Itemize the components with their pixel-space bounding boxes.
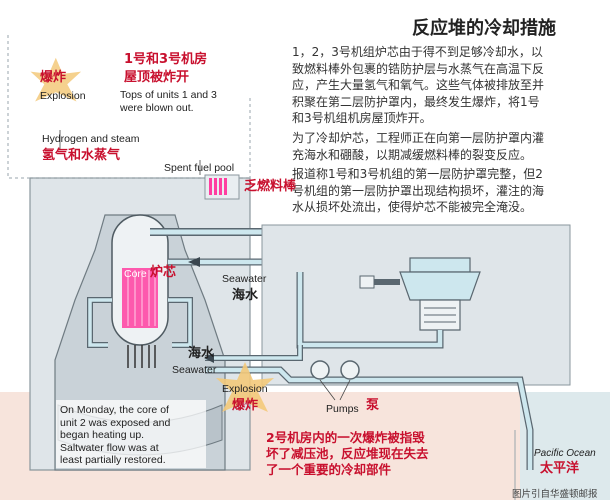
paragraph-1-line-1: 1，2，3号机组炉芯由于得不到足够冷却水，以 (292, 45, 543, 59)
paragraph-3-line-1: 报道称1号和3号机组的第一层防护罩完整，但2 (292, 167, 543, 181)
pacific-label-cn: 太平洋 (540, 461, 580, 476)
page-title: 反应堆的冷却措施 (412, 18, 556, 39)
spent-fuel-rods (209, 178, 227, 195)
recirc-loop-right (168, 298, 192, 347)
seawater-left-label-cn: 海水 (188, 346, 215, 361)
generator (359, 275, 375, 289)
pumps-label-en: Pumps (326, 403, 359, 415)
unit2-caption-line-2: 坏了减压池，反应堆现在失去 (266, 446, 429, 461)
monday-note-line-4: Saltwater flow was at (60, 441, 159, 454)
paragraph-1-line-4: 积聚在第二层防护罩内，最终发生爆炸，将1号 (292, 94, 540, 109)
image-credit: 图片引自华盛顿邮报 (512, 489, 598, 500)
pump-leader-2 (339, 379, 351, 401)
unit2-caption: 2号机房内的一次爆炸被指毁 坏了减压池，反应堆现在失去 了一个重要的冷却部件 (266, 430, 429, 478)
turbine (399, 271, 481, 301)
seawater-feed-arrow (204, 353, 214, 363)
hydrogen-label-cn: 氢气和水蒸气 (42, 148, 121, 163)
explosion-star-top (30, 57, 82, 102)
paragraph-3-line-3: 水从损坏处流出，使得炉芯不能被完全淹没。 (292, 200, 533, 214)
ocean-area (520, 392, 610, 500)
explosion-star-mid (216, 362, 274, 412)
roof-label-cn-2: 屋顶被炸开 (124, 70, 190, 85)
paragraph-1-line-2: 致燃料棒外包裹的锆防护层与水蒸气在高温下反 (292, 61, 545, 76)
paragraph-1: 1，2，3号机组炉芯由于得不到足够冷却水，以 致燃料棒外包裹的锆防护层与水蒸气在… (292, 44, 544, 127)
seawater-feed (205, 345, 302, 360)
explosion-top-label-cn: 爆炸 (40, 70, 67, 85)
turbine-housing (409, 257, 471, 273)
pumps-label-cn: 泵 (366, 398, 380, 413)
control-rod-drives (127, 345, 156, 368)
paragraph-2: 为了冷却炉芯，工程师正在向第一层防护罩内灌 充海水和硼酸，以期减缓燃料棒的裂变反… (292, 130, 544, 163)
blown-roof-outline (7, 35, 251, 179)
explosion-top-label-en: Explosion (40, 90, 86, 102)
monday-note-line-5: least partially restored. (60, 454, 166, 466)
roof-label-en-1: Tops of units 1 and 3 (120, 89, 217, 101)
return-line (297, 272, 443, 348)
unit2-caption-line-1: 2号机房内的一次爆炸被指毁 (266, 430, 425, 445)
core-label-cn: 炉芯 (150, 265, 177, 280)
roof-label-en-2: were blown out. (120, 102, 194, 114)
monday-note-line-1: On Monday, the core of (60, 404, 169, 416)
pump-leader-1 (319, 379, 336, 401)
paragraph-3: 报道称1号和3号机组的第一层防护罩完整，但2 号机组的第一层防护罩出现结构损坏，… (292, 166, 544, 216)
paragraph-2-line-2: 充海水和硼酸，以期减缓燃料棒的裂变反应。 (292, 147, 533, 162)
monday-note-line-2: unit 2 was exposed and (60, 416, 171, 429)
pump-2 (340, 360, 360, 380)
explosion-mid-label-en: Explosion (222, 383, 268, 395)
pump-1 (310, 360, 330, 380)
explosion-mid-label-cn: 爆炸 (232, 398, 259, 413)
seawater-left-label-en: Seawater (172, 364, 217, 376)
paragraph-1-line-3: 应，产生大量氢气和氧气。这些气体被排放至并 (292, 78, 545, 92)
paragraph-2-line-1: 为了冷却炉芯，工程师正在向第一层防护罩内灌 (292, 131, 545, 145)
paragraph-3-line-2: 号机组的第一层防护罩出现结构损坏，灌注的海 (292, 183, 545, 198)
seawater-right-label-en: Seawater (222, 273, 267, 285)
spent-fuel-label-en: Spent fuel pool (164, 162, 235, 174)
pacific-label-en: Pacific Ocean (534, 448, 596, 459)
core-label-en: Core (124, 268, 147, 280)
monday-note-line-3: began heating up. (60, 429, 145, 441)
turbine-building (261, 224, 571, 386)
seawater-arrow (188, 257, 200, 267)
monday-note: On Monday, the core of unit 2 was expose… (60, 404, 170, 467)
monday-note-box (56, 400, 206, 468)
ocean-intake (205, 367, 533, 470)
hydrogen-label-en: Hydrogen and steam (42, 133, 140, 145)
spent-fuel-label-cn: 乏燃料棒 (244, 179, 297, 194)
roof-label-cn-1: 1号和3号机房 (124, 52, 208, 67)
fuel-rods (127, 270, 156, 326)
recirc-loop-left (88, 298, 112, 347)
seawater-right-label-cn: 海水 (232, 288, 259, 303)
unit2-caption-line-3: 了一个重要的冷却部件 (266, 462, 392, 477)
condenser-coils (424, 307, 456, 323)
paragraph-1-line-5: 和3号机组机房屋顶炸开。 (292, 111, 432, 125)
